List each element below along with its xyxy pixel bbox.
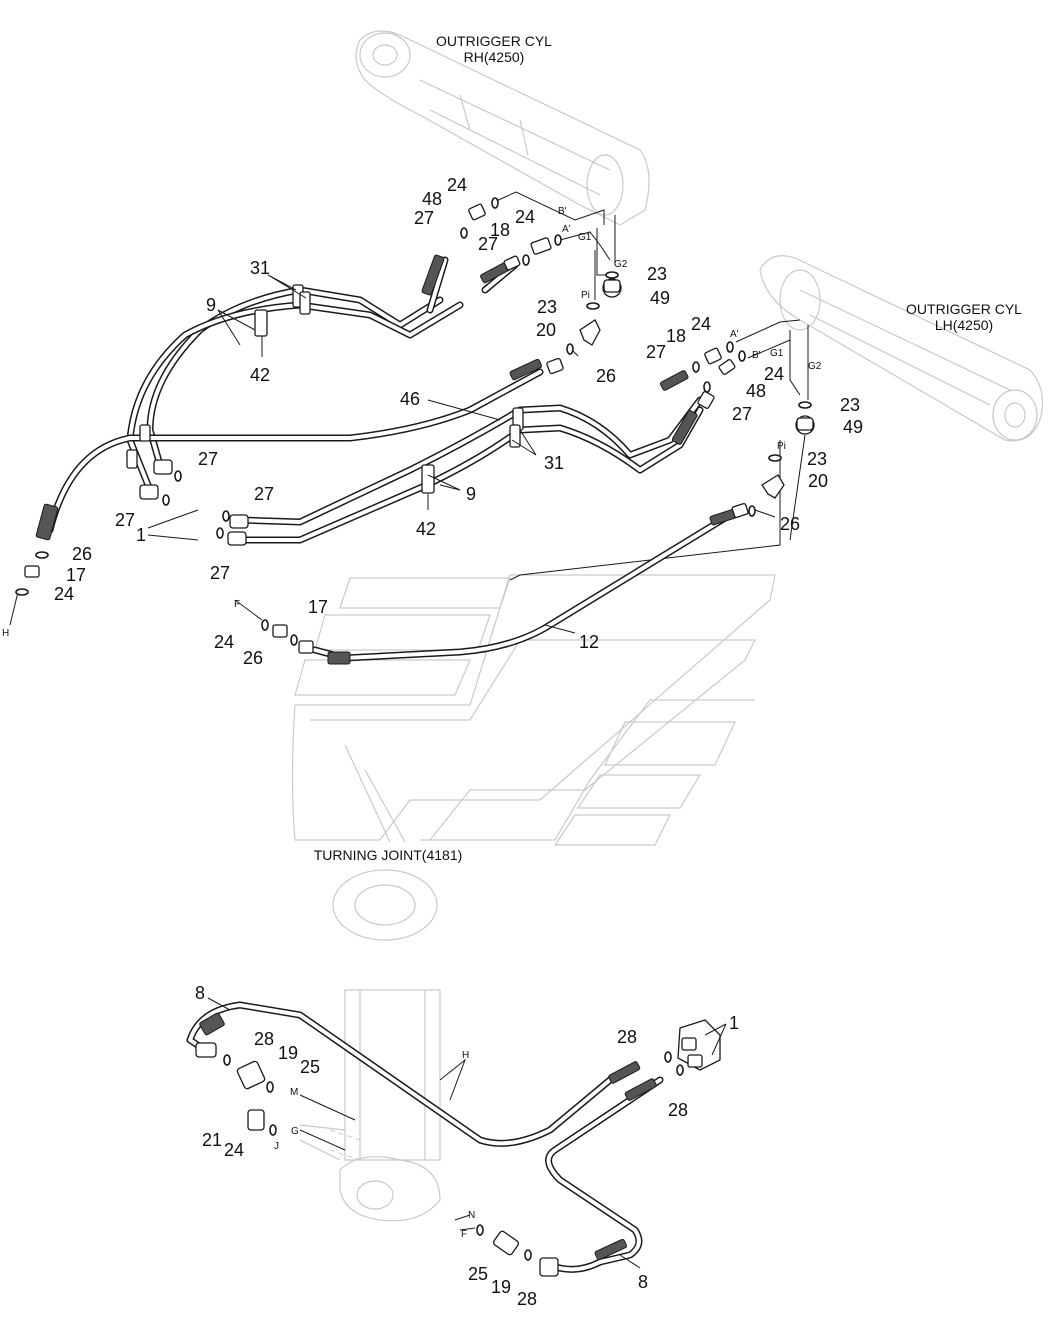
callout-23: 23 [647,264,667,284]
callout-19: 19 [278,1043,298,1063]
fittings [24,203,815,1277]
callout-23: 23 [807,449,827,469]
callout-21: 21 [202,1130,222,1150]
callout-24: 24 [54,584,74,604]
lh-outrigger-cylinder [759,255,1043,442]
port-a-prime-lh: A' [730,329,739,340]
port-n: N [468,1210,475,1221]
callout-28: 28 [254,1029,274,1049]
rh-cyl-title-line2: RH(4250) [464,49,525,65]
callout-27: 27 [198,449,218,469]
callout-48: 48 [746,381,766,401]
port-pi-rh: Pi [581,290,590,301]
callout-25: 25 [300,1057,320,1077]
callout-28: 28 [617,1027,637,1047]
rh-outrigger-cylinder [355,30,650,226]
callout-49: 49 [650,288,670,308]
crimp-sleeves [35,254,741,1261]
port-b-prime-rh: B' [558,206,567,217]
callout-26: 26 [780,514,800,534]
callout-42: 42 [416,519,436,539]
hose-46 [46,368,544,534]
port-a-prime-rh: A' [562,224,571,235]
port-g: G [291,1126,299,1137]
hoses [46,256,734,1273]
callout-8: 8 [638,1272,648,1292]
o-rings [15,197,812,1261]
callout-1: 1 [729,1013,739,1033]
port-f-lower: F [461,1229,467,1240]
callout-46: 46 [400,389,420,409]
callout-1: 1 [136,525,146,545]
callout-18: 18 [666,326,686,346]
turning-joint [299,869,441,1222]
port-h-upper: H [2,628,9,639]
port-g2-rh: G2 [614,259,628,270]
lh-cyl-title-line2: LH(4250) [935,317,993,333]
callout-24: 24 [764,364,784,384]
hose-clamps [126,284,524,494]
callout-27: 27 [210,563,230,583]
callout-27: 27 [478,234,498,254]
hose-9-upper [126,286,464,494]
port-m: M [290,1087,298,1098]
callout-48: 48 [422,189,442,209]
lh-cyl-title-line1: OUTRIGGER CYL [906,301,1022,317]
callout-26: 26 [596,366,616,386]
callout-27: 27 [646,342,666,362]
port-h-lower: H [462,1050,469,1061]
port-j: J [274,1141,279,1152]
callout-17: 17 [66,565,86,585]
port-pi-lh: Pi [777,441,786,452]
frame-outline [291,574,776,846]
callout-20: 20 [536,320,556,340]
callout-26: 26 [72,544,92,564]
callout-31: 31 [544,453,564,473]
callout-24: 24 [515,207,535,227]
callout-24: 24 [214,632,234,652]
hose-8-upper [186,1001,614,1147]
callout-26: 26 [243,648,263,668]
hose-12 [311,511,734,662]
callout-24: 24 [447,175,467,195]
callout-27: 27 [732,404,752,424]
part-callouts: 24 48 27 24 18 27 31 23 23 49 9 20 42 24… [54,175,863,1309]
port-g1-rh: G1 [578,232,592,243]
callout-17: 17 [308,597,328,617]
hose-9-lower [236,396,704,544]
port-g1-lh: G1 [770,348,784,359]
port-leader-lines [9,191,809,1231]
callout-27: 27 [115,510,135,530]
callout-27: 27 [414,208,434,228]
callout-9: 9 [466,484,476,504]
hose-8-lower [545,1076,664,1273]
turning-joint-title: TURNING JOINT(4181) [314,847,463,863]
callout-23: 23 [840,395,860,415]
callout-42: 42 [250,365,270,385]
callout-28: 28 [517,1289,537,1309]
callout-12: 12 [579,632,599,652]
callout-leaders [147,274,776,1269]
callout-8: 8 [195,983,205,1003]
port-g2-lh: G2 [808,361,822,372]
callout-28: 28 [668,1100,688,1120]
callout-24: 24 [691,314,711,334]
port-f-upper: F [234,599,240,610]
callout-31: 31 [250,258,270,278]
callout-49: 49 [843,417,863,437]
rh-cyl-title-line1: OUTRIGGER CYL [436,33,552,49]
callout-19: 19 [491,1277,511,1297]
callout-18: 18 [490,220,510,240]
callout-9: 9 [206,295,216,315]
port-b-prime-lh: B' [752,350,761,361]
callout-25: 25 [468,1264,488,1284]
callout-23: 23 [537,297,557,317]
callout-27: 27 [254,484,274,504]
callout-24: 24 [224,1140,244,1160]
callout-20: 20 [808,471,828,491]
